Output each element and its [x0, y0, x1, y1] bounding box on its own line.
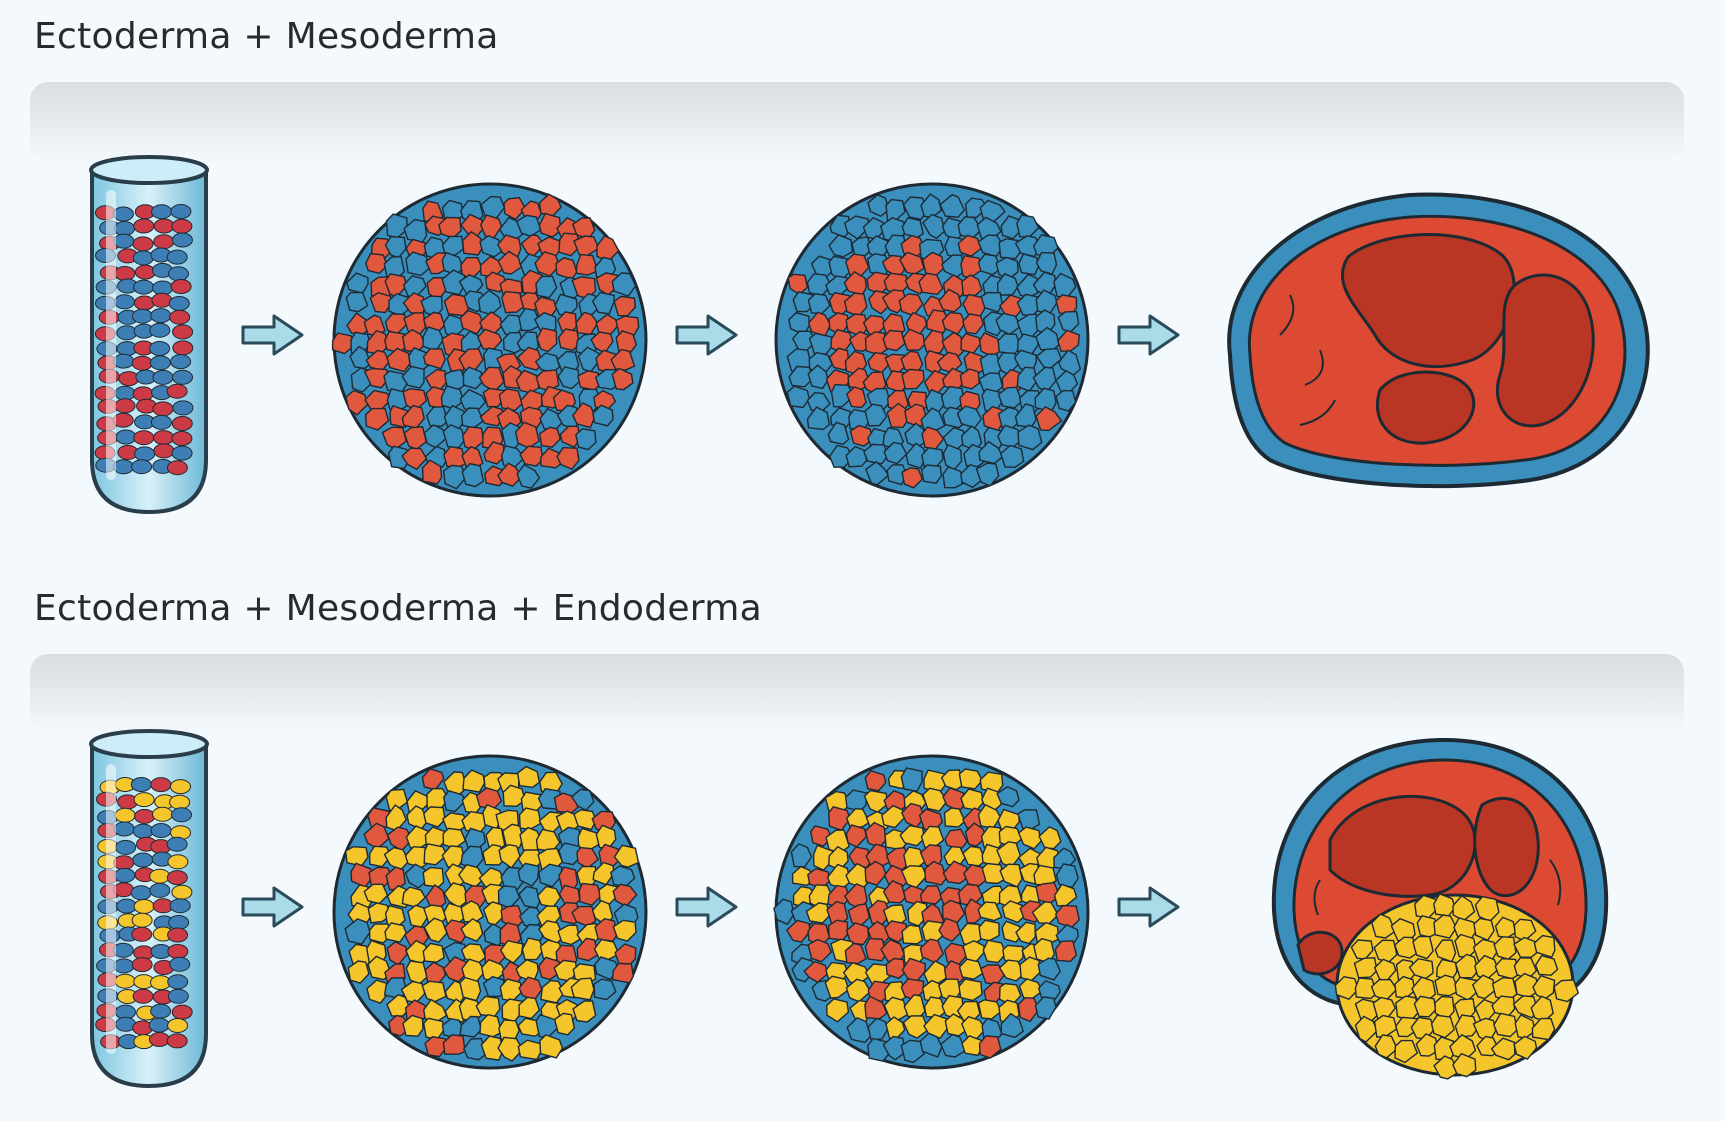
test-tube-icon	[89, 729, 209, 1089]
row1-mixed-cells	[331, 193, 640, 490]
row1-arrow-1	[240, 312, 306, 358]
row2-test-tube	[84, 724, 214, 1094]
row1-band	[30, 82, 1684, 162]
row2-organoid-endoderm-cells	[1334, 892, 1580, 1080]
row2-mixed-aggregate	[330, 752, 650, 1072]
arrow-right-icon	[675, 314, 738, 356]
row1-test-tube	[84, 150, 214, 520]
row2-arrow-2	[674, 884, 740, 930]
arrow-right-icon	[241, 314, 304, 356]
row2-sorted-aggregate	[772, 752, 1092, 1072]
row1-arrow-2	[674, 312, 740, 358]
row1-arrow-3	[1116, 312, 1182, 358]
row2-title: Ectoderma + Mesoderma + Endoderma	[34, 588, 763, 629]
row2-organoid	[1260, 730, 1620, 1080]
arrow-right-icon	[241, 886, 304, 928]
row2-arrow-1	[240, 884, 306, 930]
row1-organoid	[1210, 185, 1660, 495]
arrow-right-icon	[1117, 314, 1180, 356]
row2-sorted-cells	[773, 767, 1080, 1064]
row2-band	[30, 654, 1684, 734]
row1-sorted-aggregate	[772, 180, 1092, 500]
test-tube-icon	[89, 155, 209, 515]
row1-mixed-aggregate	[330, 180, 650, 500]
arrow-right-icon	[1117, 886, 1180, 928]
row1-title: Ectoderma + Mesoderma	[34, 16, 499, 57]
row1-sorted-cells	[786, 193, 1082, 489]
row2-mixed-cells	[344, 765, 640, 1062]
arrow-right-icon	[675, 886, 738, 928]
row2-arrow-3	[1116, 884, 1182, 930]
